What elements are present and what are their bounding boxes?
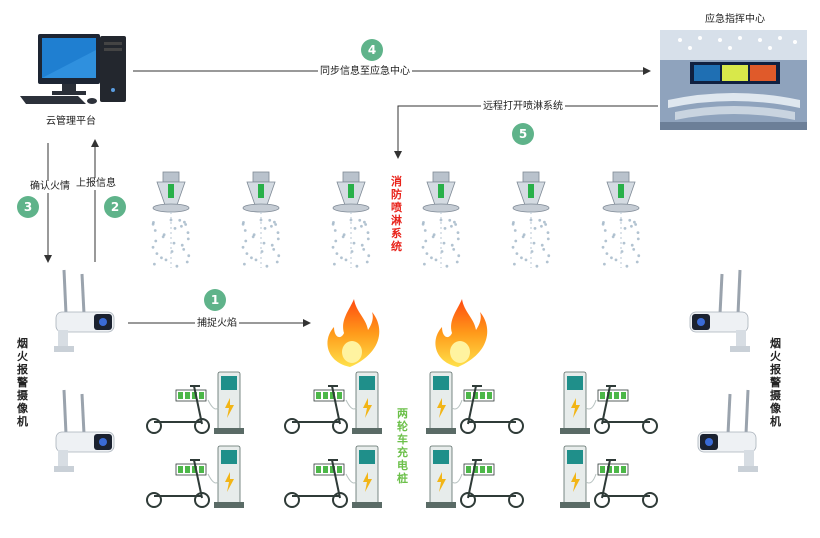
smoke-fire-camera-icon [689, 269, 750, 352]
scooter-icon [146, 459, 219, 508]
camera-right-label: 烟火报警摄像机 [770, 337, 781, 428]
scooter-icon [284, 385, 357, 434]
step-badge-4: 4 [361, 39, 383, 61]
edge-remote-sprinkler [394, 105, 658, 159]
charging-group [146, 371, 658, 508]
charging-unit [146, 445, 244, 508]
battery-icon [313, 463, 345, 476]
command-center-label: 应急指挥中心 [705, 14, 765, 25]
charging-pile-icon [426, 445, 456, 508]
sprinkler-icon [601, 171, 641, 268]
command-center-image [660, 30, 807, 130]
sprinkler-icon [241, 171, 281, 268]
computer-icon [20, 34, 126, 104]
edge-label-confirm: 确认火情 [28, 181, 72, 193]
scooter-icon [146, 385, 219, 434]
water-spray [511, 212, 551, 268]
charging-pile-icon [352, 371, 382, 434]
battery-icon [597, 463, 629, 476]
charging-unit [284, 371, 382, 434]
sprinkler-icon [331, 171, 371, 268]
scooter-icon [284, 459, 357, 508]
smoke-fire-camera-icon [54, 269, 115, 352]
edge-label-capture: 捕捉火焰 [195, 318, 239, 330]
scooter-icon [585, 459, 658, 508]
step-badge-1: 1 [204, 289, 226, 311]
battery-icon [175, 463, 207, 476]
charging-pile-icon [352, 445, 382, 508]
edge-label-report: 上报信息 [74, 178, 118, 190]
scooter-icon [451, 459, 524, 508]
camera-group [54, 269, 758, 472]
battery-icon [175, 389, 207, 402]
charging-station-label: 两轮车充电桩 [397, 407, 408, 485]
water-spray [331, 212, 371, 268]
step-badge-5: 5 [512, 123, 534, 145]
water-spray [151, 212, 191, 268]
edge-label-sync: 同步信息至应急中心 [318, 66, 412, 78]
sprinkler-system-label: 消防喷淋系统 [391, 175, 402, 253]
smoke-fire-camera-icon [697, 389, 758, 472]
water-spray [421, 212, 461, 268]
charging-pile-icon [426, 371, 456, 434]
charging-pile-icon [560, 445, 590, 508]
charging-unit [284, 445, 382, 508]
edge-label-remote: 远程打开喷淋系统 [481, 101, 565, 113]
scooter-icon [585, 385, 658, 434]
battery-icon [313, 389, 345, 402]
scooter-icon [451, 385, 524, 434]
water-spray [601, 212, 641, 268]
sprinkler-icon [151, 171, 191, 268]
sprinkler-icon [511, 171, 551, 268]
charging-unit [426, 371, 524, 434]
camera-left-label: 烟火报警摄像机 [17, 337, 28, 428]
charging-pile-icon [214, 371, 244, 434]
cloud-platform-label: 云管理平台 [46, 116, 96, 127]
smoke-fire-camera-icon [54, 389, 115, 472]
charging-unit [146, 371, 244, 434]
battery-icon [597, 389, 629, 402]
step-badge-2: 2 [104, 196, 126, 218]
sprinkler-row [151, 171, 641, 268]
flame-icon [435, 299, 488, 367]
flame-icon [327, 299, 380, 367]
battery-icon [463, 463, 495, 476]
charging-unit [560, 371, 658, 434]
step-badge-3: 3 [17, 196, 39, 218]
battery-icon [463, 389, 495, 402]
water-spray [241, 212, 281, 268]
charging-unit [560, 445, 658, 508]
charging-pile-icon [560, 371, 590, 434]
sprinkler-icon [421, 171, 461, 268]
charging-unit [426, 445, 524, 508]
charging-pile-icon [214, 445, 244, 508]
